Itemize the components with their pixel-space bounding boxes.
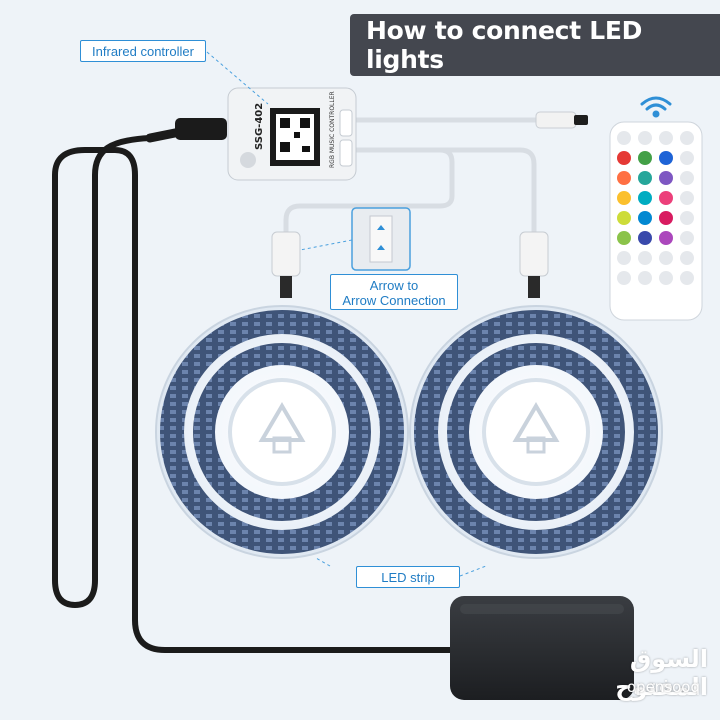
remote-button [638,211,652,225]
controller-box [227,87,357,181]
connector-left [271,231,301,277]
remote-button [659,251,673,265]
remote-button [638,151,652,165]
page-title: How to connect LED lights [350,14,720,76]
remote-button [659,191,673,205]
remote-button [659,271,673,285]
remote-button [638,191,652,205]
remote-button [617,211,631,225]
connector-right [519,231,549,277]
arrow-connection-line2: Arrow Connection [342,293,446,308]
wifi-icon [640,96,672,118]
remote-button [659,131,673,145]
remote-control [609,121,703,321]
remote-button [638,231,652,245]
watermark-latin: opensooq [626,678,700,696]
led-reel-left [155,305,409,559]
infrared-controller-label: Infrared controller [92,44,194,59]
remote-button [680,231,694,245]
remote-button [617,231,631,245]
led-strip-callout: LED strip [356,566,460,588]
remote-button [638,131,652,145]
remote-button [638,251,652,265]
remote-button [638,271,652,285]
remote-button [680,271,694,285]
infrared-controller-callout: Infrared controller [80,40,206,62]
power-cable [52,135,453,653]
led-reel-right [409,305,663,559]
remote-button [659,211,673,225]
remote-button [680,131,694,145]
dc-plug [175,118,227,140]
remote-button [617,151,631,165]
remote-button [659,151,673,165]
remote-button [638,171,652,185]
arrow-connection-line1: Arrow to [369,278,419,293]
remote-button [680,151,694,165]
led-strip-label: LED strip [381,570,435,585]
remote-button [659,171,673,185]
remote-button [680,171,694,185]
watermark-arabic: السوق المفتوح [615,645,708,701]
remote-button [617,271,631,285]
remote-button [617,131,631,145]
arrow-connection-callout: Arrow to Arrow Connection [330,274,458,310]
ir-receiver-plug [535,111,577,129]
remote-button [617,171,631,185]
remote-button [617,191,631,205]
remote-button [680,211,694,225]
remote-button [680,191,694,205]
remote-button [659,231,673,245]
remote-button [617,251,631,265]
remote-button [680,251,694,265]
power-adapter [450,596,634,700]
